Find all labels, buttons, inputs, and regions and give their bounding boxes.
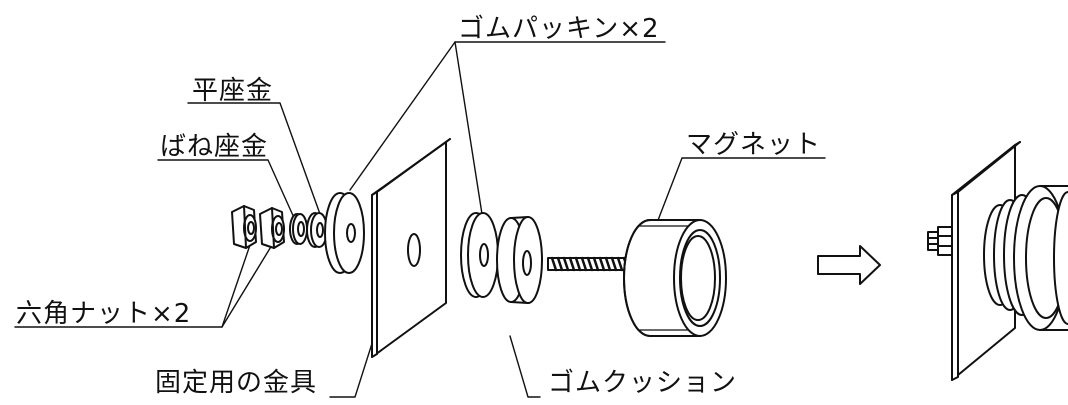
label-rubber-cushion: ゴムクッション (548, 368, 738, 398)
hex-nut-2 (259, 207, 285, 249)
leader-magnet (654, 157, 826, 229)
leader-rubber-cushion (509, 335, 541, 398)
leader-rubber-packing-left (349, 41, 666, 191)
leader-lines (14, 41, 826, 398)
leader-flat-washer (187, 102, 321, 215)
flat-washer (306, 212, 328, 248)
assembled-view (927, 141, 1068, 381)
magnet (623, 219, 727, 337)
label-rubber-packing: ゴムパッキン×2 (458, 14, 660, 44)
rubber-packing-left (324, 192, 365, 274)
leader-rubber-packing-right (454, 41, 483, 215)
magnet-stud (547, 256, 631, 272)
hex-nut-1 (231, 205, 257, 249)
rubber-packing-right (460, 212, 499, 298)
label-spring-washer: ばね座金 (160, 132, 269, 162)
label-flat-washer: 平座金 (192, 76, 274, 106)
rubber-cushion (496, 216, 543, 304)
fixing-bracket (371, 138, 451, 358)
label-magnet: マグネット (686, 130, 822, 160)
leader-hex-nut-2 (221, 244, 273, 328)
label-bracket: 固定用の金具 (155, 368, 318, 398)
label-hex-nut: 六角ナット×2 (16, 299, 192, 329)
assembly-arrow-icon (817, 245, 881, 285)
leader-spring-washer (157, 159, 296, 221)
spring-washer (289, 213, 308, 245)
